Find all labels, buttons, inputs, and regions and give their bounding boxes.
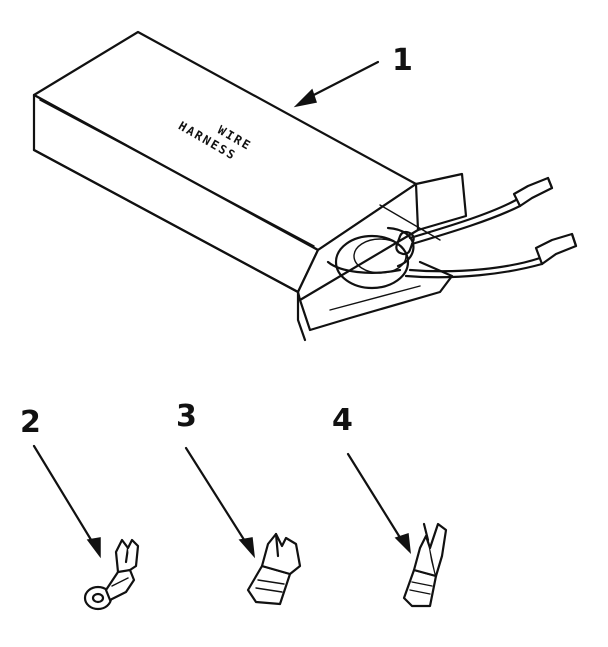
ring-terminal [83,538,140,611]
callout-3-number: 3 [176,399,197,434]
callout-1-leader [302,60,380,102]
wire-harness-box [32,30,578,342]
callout-2-number: 2 [20,405,41,440]
callout-1-arrowhead [293,88,317,108]
spade-terminal-open [402,522,448,608]
callout-3-arrowhead [238,537,256,559]
callout-2-arrowhead [86,537,101,559]
callout-4: 4 [332,403,411,555]
callout-4-leader [346,452,406,546]
callout-3: 3 [176,399,256,559]
callout-2-leader [32,444,98,550]
callout-2: 2 [20,405,101,559]
callout-1-number: 1 [392,43,413,78]
callout-1: 1 [293,43,413,108]
callout-4-number: 4 [332,403,353,438]
callout-3-leader [184,446,250,548]
spade-terminal-flat [246,532,302,606]
callout-4-arrowhead [394,532,411,555]
